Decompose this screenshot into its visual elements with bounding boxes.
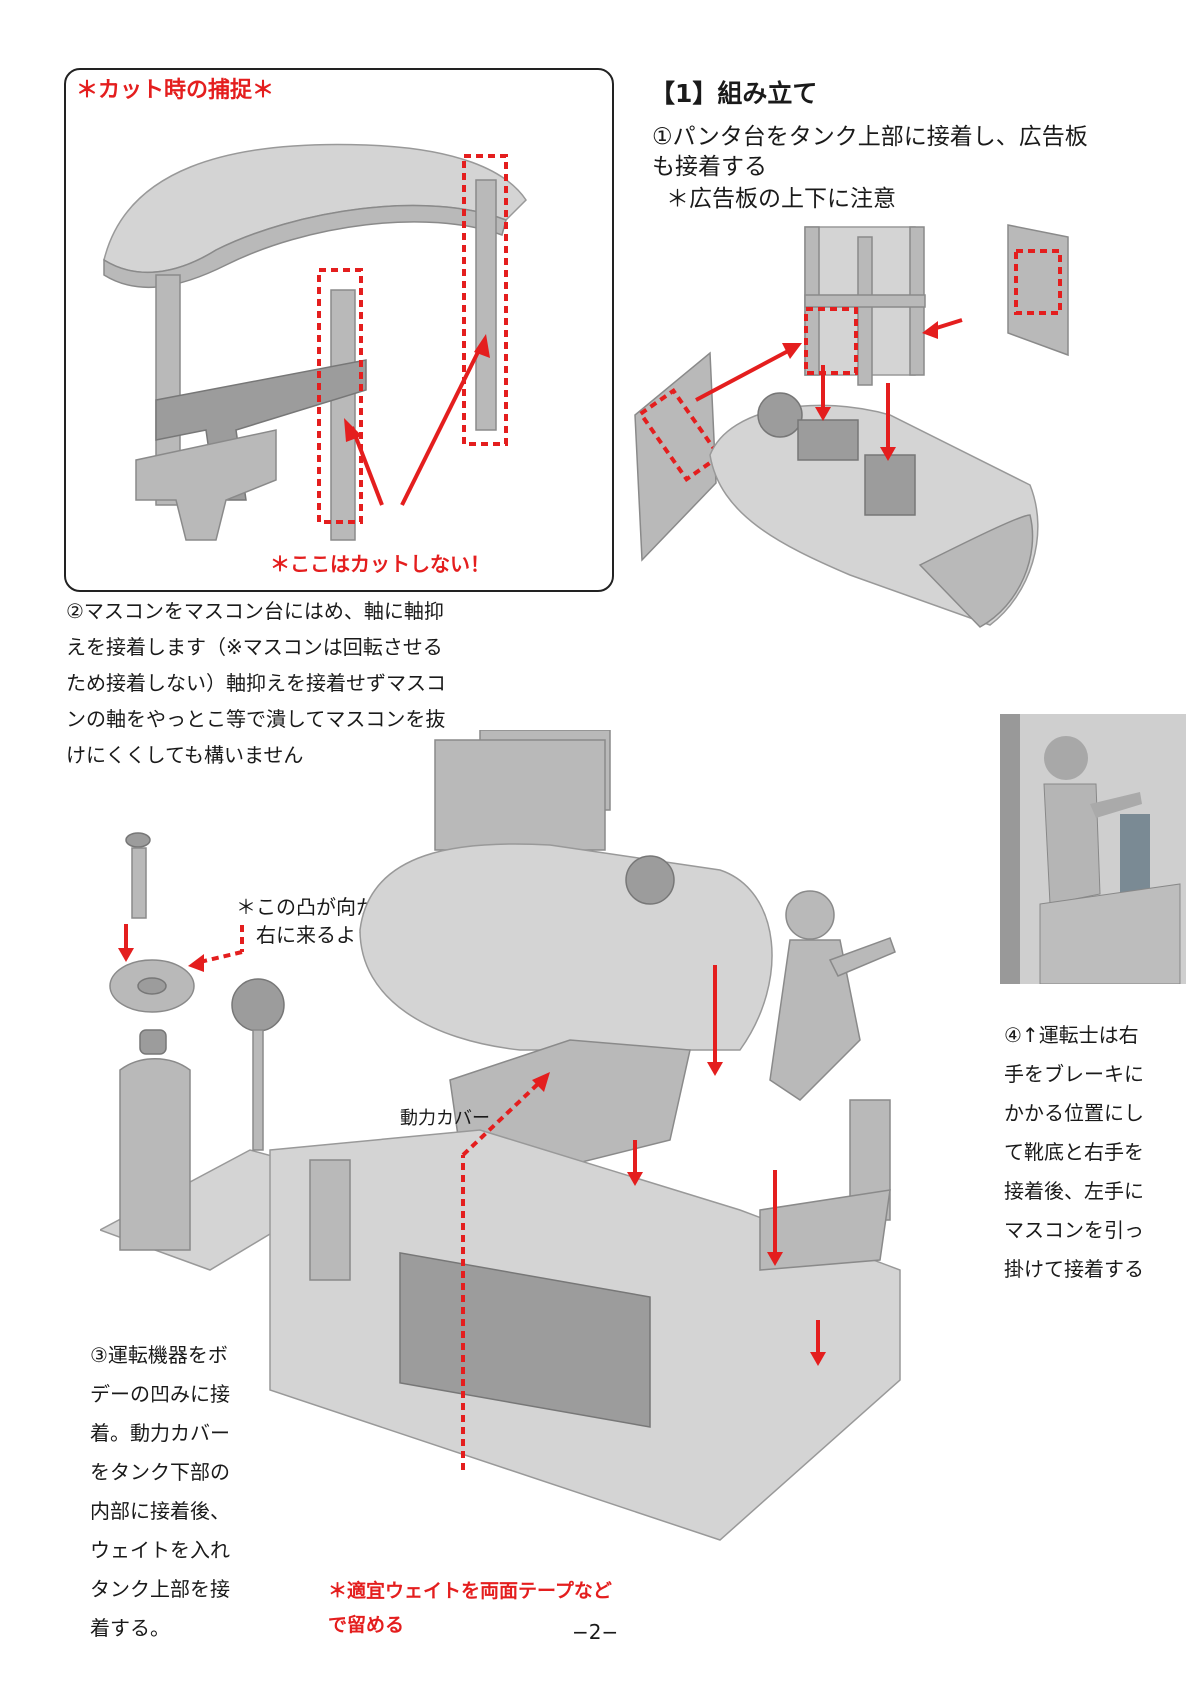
arrow-head: [627, 1172, 643, 1186]
tank-fin: [864, 454, 916, 516]
step4-line: マスコンを引っ: [1004, 1218, 1144, 1242]
canopy-base: [135, 429, 277, 541]
control-stand: [759, 1189, 891, 1271]
step2-line: けにくくしても構いません: [66, 743, 304, 767]
highlight-left: [317, 268, 363, 524]
tank-body: [359, 843, 773, 1051]
arrow-head: [707, 1062, 723, 1076]
step3-line: タンク上部を接: [90, 1577, 230, 1601]
step3-line: をタンク下部の: [90, 1460, 230, 1484]
mascon-shaft: [131, 847, 147, 919]
arrow-head: [532, 1072, 550, 1092]
mascon-column: [119, 1058, 191, 1251]
capture-box: [64, 68, 614, 592]
section-heading: 【1】組み立て: [650, 79, 818, 108]
highlight-right: [462, 154, 508, 446]
brake-post: [252, 1029, 264, 1151]
tank-hatch: [757, 392, 803, 438]
step4-line: かかる位置にし: [1004, 1101, 1144, 1125]
step4-line: 手をブレーキに: [1004, 1062, 1144, 1086]
capture-box-title: ＊カット時の捕捉＊: [76, 78, 275, 103]
driver-arm: [828, 937, 896, 977]
tank-fin: [797, 419, 859, 461]
step2-text: ②マスコンをマスコン台にはめ、軸に軸抑 えを接着します（※マスコンは回転させる …: [66, 593, 446, 773]
canopy-bracket: [155, 359, 367, 501]
arrow-head: [810, 1352, 826, 1366]
canopy-post-mid: [330, 289, 356, 541]
step3-line: ウェイトを入れ: [90, 1538, 230, 1562]
step4-line: 掛けて接着する: [1004, 1257, 1144, 1281]
step4-line: 接着後、左手に: [1004, 1179, 1144, 1203]
power-cover-label: 動力カバー: [400, 1108, 490, 1129]
highlight-board-right: [1014, 249, 1062, 315]
weight-note-line1: ＊適宜ウェイトを両面テープなど: [328, 1580, 612, 1602]
brake-wheel: [231, 978, 285, 1032]
step4-line: ④↑運転士は右: [1004, 1023, 1139, 1047]
step4-line: て靴底と右手を: [1004, 1140, 1144, 1164]
arrow-head: [474, 334, 490, 358]
ad-board-left: [634, 351, 717, 562]
driver-body: [769, 939, 861, 1101]
controller-cylinder: [309, 1159, 351, 1281]
step3-text: ③運転機器をボ デーの凹みに接 着。動力カバー をタンク下部の 内部に接着後、 …: [90, 1336, 230, 1648]
highlight-frame: [804, 307, 858, 375]
weight-note: ＊適宜ウェイトを両面テープなど で留める: [328, 1574, 612, 1642]
arrow-head: [767, 1252, 783, 1266]
step1-line3: ＊広告板の上下に注意: [666, 186, 896, 212]
arrow-head: [782, 343, 802, 359]
capture-box-note: ＊ここはカットしない！: [270, 552, 490, 576]
main-assembly-illustration: [100, 730, 901, 1541]
ad-board-right: [1007, 224, 1069, 357]
arrow-head: [880, 447, 896, 461]
tank-hatch: [625, 855, 675, 905]
mascon-plate-hole: [137, 977, 167, 995]
tank-end: [918, 514, 1034, 628]
step3-line: 着する。: [90, 1616, 170, 1640]
arrow-head: [188, 954, 204, 972]
driver-head: [785, 890, 835, 940]
step3-line: 着。動力カバー: [90, 1421, 230, 1445]
arrow-head: [344, 418, 362, 442]
weight-note-line2: で留める: [328, 1614, 405, 1636]
panta-frame-rail: [804, 294, 926, 308]
step4-text: ④↑運転士は右 手をブレーキに かかる位置にし て靴底と右手を 接着後、左手に …: [1004, 1016, 1144, 1289]
canopy-illustration: [103, 143, 527, 541]
step3-line: デーの凹みに接: [90, 1382, 230, 1406]
arrow-head: [118, 948, 134, 962]
driver-photo: [1000, 714, 1186, 984]
step2-line: ンの軸をやっとこ等で潰してマスコンを抜: [66, 707, 446, 731]
tank-assembly-illustration: [634, 224, 1069, 628]
canopy-roof-edge: [103, 204, 507, 289]
panta-frame-post: [857, 236, 873, 386]
arrow-head: [922, 321, 938, 339]
arrow-head: [815, 407, 831, 421]
page-number: −2−: [572, 1620, 619, 1644]
step1-line1: ①パンタ台をタンク上部に接着し、広告板: [652, 124, 1088, 150]
step3-line: 内部に接着後、: [90, 1499, 230, 1523]
step3-line: ③運転機器をボ: [90, 1343, 228, 1367]
step2-line: えを接着します（※マスコンは回転させる: [66, 635, 443, 659]
mascon-knob: [125, 832, 151, 848]
step1-line2: も接着する: [652, 154, 767, 180]
step2-line: ②マスコンをマスコン台にはめ、軸に軸抑: [66, 599, 444, 623]
step2-line: ため接着しない）軸抑えを接着せずマスコ: [66, 671, 446, 695]
ad-board: [434, 739, 606, 851]
shaft-holder: [139, 1029, 167, 1055]
canopy-post-right: [475, 179, 497, 431]
